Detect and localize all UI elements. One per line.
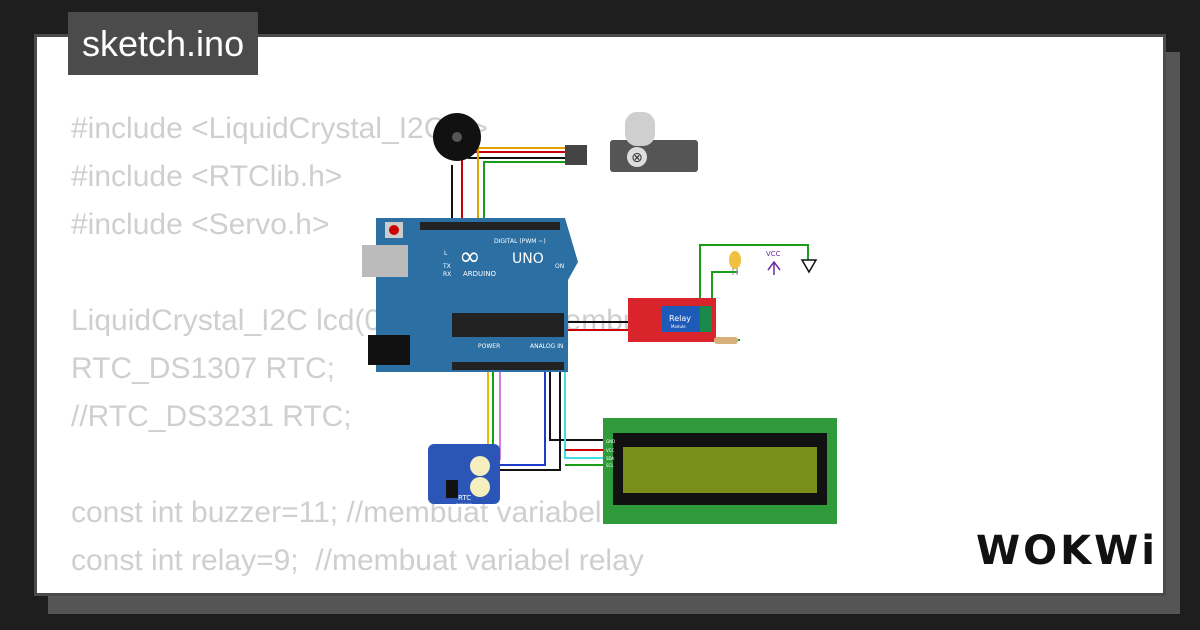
lcd-pin-gnd: GND [606, 439, 615, 444]
lcd-pin-scl: SCL [606, 463, 614, 468]
power-header-label: POWER [478, 343, 500, 350]
rx-label: RX [443, 271, 451, 278]
arduino-brand-label: ARDUINO [463, 270, 496, 278]
code-line: #include <RTClib.h> [71, 160, 343, 193]
vcc-symbol[interactable]: VCC [766, 250, 781, 275]
relay-module[interactable]: Relay Module [628, 298, 716, 342]
arduino-board-label: UNO [512, 251, 544, 267]
code-line: const int relay=9; //membuat variabel re… [71, 544, 644, 577]
l-label: L [444, 250, 448, 257]
code-line: #include <Servo.h> [71, 208, 330, 241]
relay-label: Relay [669, 314, 691, 323]
arduino-uno[interactable]: ∞ UNO ARDUINO DIGITAL (PWM ~) POWER ANAL… [362, 218, 578, 372]
rtc-module[interactable]: RTC DS1307 [428, 444, 500, 508]
lcd-display[interactable]: GND VCC SDA SCL [603, 418, 837, 524]
servo-icon: ⊗ [631, 150, 643, 166]
analog-header-label: ANALOG IN [530, 343, 563, 350]
lcd-pin-vcc: VCC [606, 448, 615, 453]
rtc-chip-label: DS1307 [456, 503, 472, 508]
tx-label: TX [442, 263, 451, 270]
led[interactable] [729, 251, 741, 275]
vcc-label: VCC [766, 250, 781, 258]
buzzer[interactable] [433, 113, 481, 161]
rtc-label: RTC [458, 494, 471, 502]
code-line: //RTC_DS3231 RTC; [71, 400, 352, 433]
wokwi-logo: WOKWi [976, 528, 1158, 574]
arduino-logo-icon: ∞ [459, 242, 481, 272]
resistor[interactable] [714, 337, 738, 344]
code-preview: #include <LiquidCrystal_I2C.h>#include <… [71, 105, 711, 585]
file-tab[interactable]: sketch.ino [68, 12, 259, 75]
relay-sub-label: Module [671, 324, 686, 329]
code-line: RTC_DS1307 RTC; [71, 352, 335, 385]
on-label: ON [555, 263, 564, 270]
ground-symbol[interactable] [800, 259, 818, 274]
lcd-pin-sda: SDA [606, 456, 615, 461]
preview-card[interactable]: #include <LiquidCrystal_I2C.h>#include <… [34, 34, 1166, 596]
servo-motor[interactable]: ⊗ [565, 112, 698, 172]
digital-header-label: DIGITAL (PWM ~) [494, 238, 546, 245]
